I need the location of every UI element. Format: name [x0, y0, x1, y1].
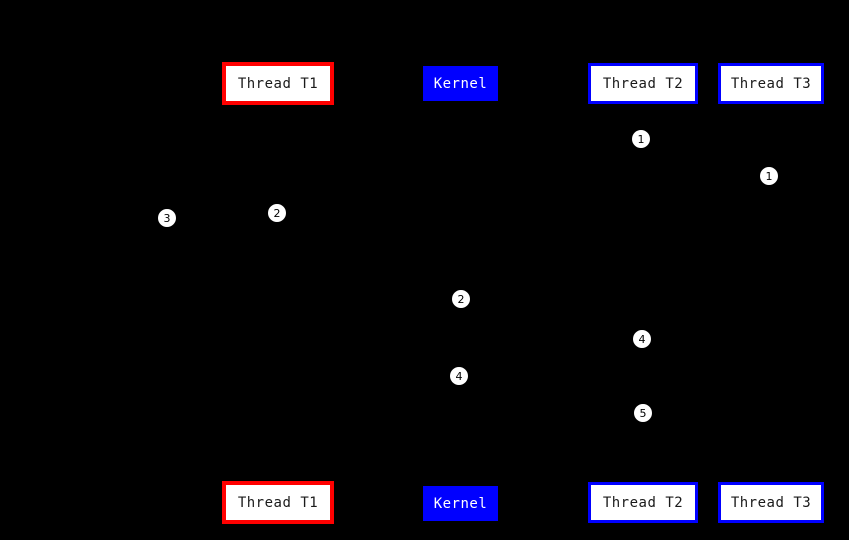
- step-marker-4-t2: 4: [632, 329, 652, 349]
- step-number: 2: [457, 292, 465, 306]
- step-marker-2-kernel: 2: [451, 289, 471, 309]
- participant-box-t2-bottom[interactable]: Thread T2: [588, 482, 698, 523]
- participant-label: Thread T2: [602, 75, 684, 92]
- step-number: 1: [637, 132, 645, 146]
- lifeline-t2: [643, 104, 644, 482]
- participant-box-t3-top[interactable]: Thread T3: [718, 63, 824, 104]
- lifeline-t1: [278, 105, 279, 481]
- participant-box-t1-bottom[interactable]: Thread T1: [222, 481, 334, 524]
- participant-label: Thread T1: [237, 494, 319, 511]
- participant-box-t3-bottom[interactable]: Thread T3: [718, 482, 824, 523]
- step-marker-4-kernel: 4: [449, 366, 469, 386]
- participant-label: Kernel: [433, 75, 488, 92]
- participant-box-t1-top[interactable]: Thread T1: [222, 62, 334, 105]
- participant-box-kernel-top[interactable]: Kernel: [423, 66, 498, 101]
- participant-label: Thread T3: [730, 494, 812, 511]
- step-marker-1-t3: 1: [759, 166, 779, 186]
- lifeline-t3: [771, 104, 772, 482]
- step-number: 2: [273, 206, 281, 220]
- step-marker-5-t2: 5: [633, 403, 653, 423]
- step-number: 4: [638, 332, 646, 346]
- participant-label: Thread T3: [730, 75, 812, 92]
- step-number: 1: [765, 169, 773, 183]
- step-marker-3-t1: 3: [157, 208, 177, 228]
- step-number: 5: [639, 406, 647, 420]
- step-marker-2-t1: 2: [267, 203, 287, 223]
- step-number: 4: [455, 369, 463, 383]
- participant-label: Thread T2: [602, 494, 684, 511]
- step-number: 3: [163, 211, 171, 225]
- step-marker-1-t2: 1: [631, 129, 651, 149]
- participant-box-t2-top[interactable]: Thread T2: [588, 63, 698, 104]
- participant-box-kernel-bottom[interactable]: Kernel: [423, 486, 498, 521]
- participant-label: Kernel: [433, 495, 488, 512]
- participant-label: Thread T1: [237, 75, 319, 92]
